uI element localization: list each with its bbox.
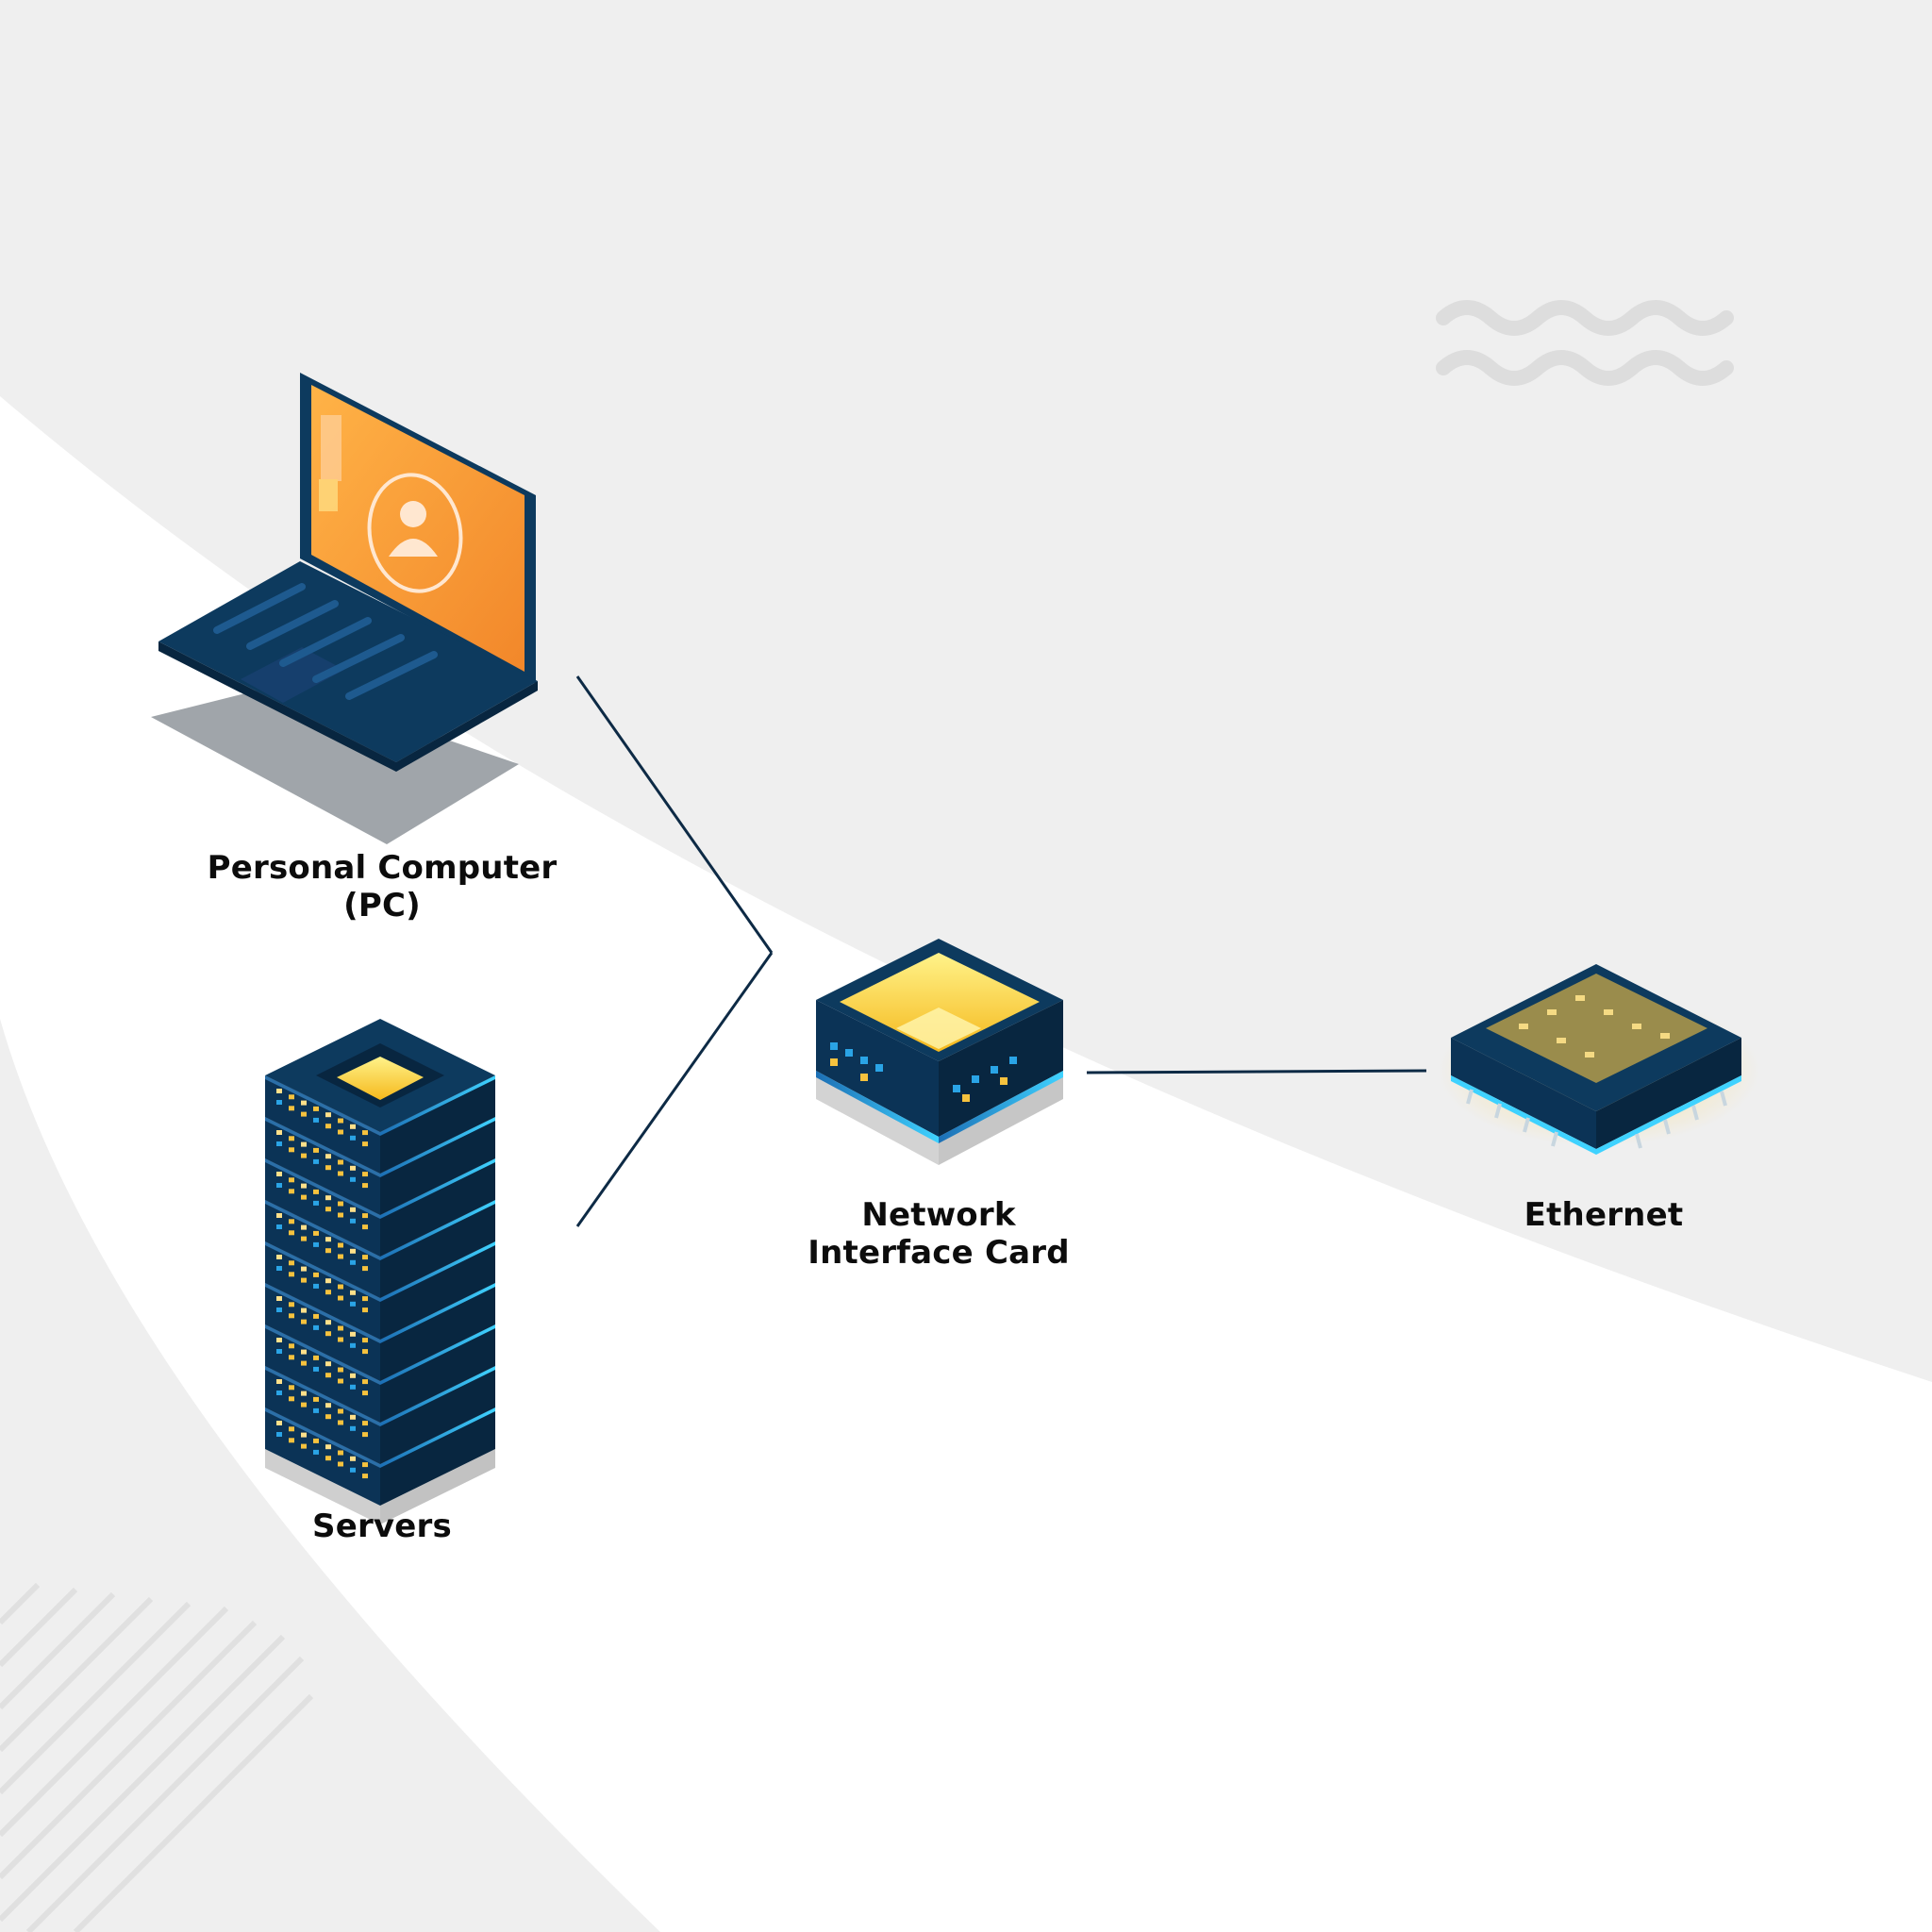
server-rack-icon xyxy=(265,1019,495,1524)
server-unit xyxy=(265,1075,495,1174)
node-label-nic-line-1: Network xyxy=(861,1196,1016,1234)
node-label-pc-line-2: (PC) xyxy=(343,887,421,924)
connectors xyxy=(575,675,1427,1227)
ethernet-chip-icon xyxy=(1439,964,1759,1155)
node-label-pc: Personal Computer (PC) xyxy=(156,849,608,924)
server-unit xyxy=(265,1324,495,1423)
decorative-hatch-icon xyxy=(0,1582,314,1932)
connector-servers-to-nic xyxy=(575,952,774,1227)
server-unit xyxy=(265,1283,495,1381)
laptop-icon xyxy=(151,373,538,844)
node-label-nic-line-2: Interface Card xyxy=(808,1234,1070,1272)
node-label-pc-line-1: Personal Computer xyxy=(207,849,558,887)
server-unit xyxy=(265,1200,495,1298)
node-label-nic: Network Interface Card xyxy=(774,1196,1104,1272)
server-unit xyxy=(265,1241,495,1340)
connector-pc-to-nic xyxy=(575,675,774,954)
network-card-icon xyxy=(816,939,1063,1165)
node-label-ethernet: Ethernet xyxy=(1472,1196,1736,1234)
server-unit xyxy=(265,1117,495,1215)
node-label-ethernet-line-1: Ethernet xyxy=(1524,1196,1684,1234)
laptop-shadow xyxy=(151,684,519,844)
connector-nic-to-ethernet xyxy=(1086,1069,1427,1074)
server-unit xyxy=(265,1158,495,1257)
decorative-wave-icon xyxy=(1436,300,1734,386)
node-label-servers: Servers xyxy=(264,1507,500,1545)
server-unit xyxy=(265,1407,495,1506)
node-label-servers-line-1: Servers xyxy=(312,1507,452,1545)
server-unit xyxy=(265,1366,495,1464)
